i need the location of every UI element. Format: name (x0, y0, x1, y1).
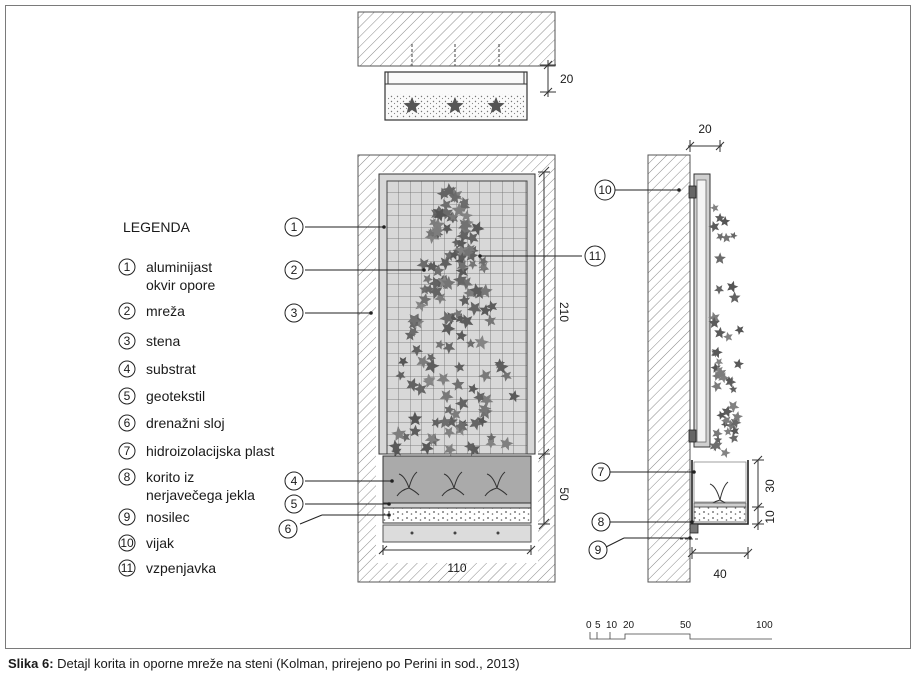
callout-1: 1 (291, 220, 298, 234)
legend-number: 5 (124, 389, 131, 403)
scale-tick-0: 0 (586, 620, 592, 631)
legend-number: 11 (121, 561, 134, 575)
callout-9: 9 (595, 543, 602, 557)
legend-number-circle (118, 534, 136, 552)
plan-depth-dim: 20 (560, 72, 574, 86)
callout-4: 4 (291, 474, 298, 488)
front-height-dim: 210 (557, 302, 571, 322)
scale-tick-10: 10 (606, 620, 618, 631)
section-wall (647, 154, 691, 583)
legend-number-circle (118, 360, 136, 378)
legend-number: 8 (124, 470, 131, 484)
scale-tick-50: 50 (680, 620, 692, 631)
legend-number: 1 (124, 260, 131, 274)
callout-3: 3 (291, 306, 298, 320)
scale-tick-20: 20 (623, 620, 635, 631)
legend-label: vzpenjavka (146, 560, 216, 576)
legend-item: 6 drenažni sloj (118, 414, 225, 432)
legend-number-circle (118, 387, 136, 405)
section-trough-dim: 30 (763, 479, 777, 493)
legend: LEGENDA 1 aluminijast okvir opore 2 mreža 3 st… (118, 219, 275, 577)
plan-view: 20 (357, 11, 574, 121)
legend-number-circle (118, 258, 136, 276)
legend-item: 1 aluminijast okvir opore (118, 258, 215, 293)
legend-item: 10 vijak (118, 534, 175, 552)
legend-label: geotekstil (146, 388, 205, 404)
scale-tick-100: 100 (756, 620, 773, 631)
legend-title: LEGENDA (123, 219, 191, 235)
callout-10: 10 (598, 183, 612, 197)
legend-number-circle (118, 414, 136, 432)
figure-frame (5, 5, 911, 649)
technical-drawing: 20 210 (118, 11, 777, 640)
trough-height-dim: 50 (557, 487, 571, 501)
legend-label: drenažni sloj (146, 415, 225, 431)
legend-item: 2 mreža (118, 302, 185, 320)
section-width-dim: 40 (713, 567, 727, 581)
section-trough (691, 460, 749, 525)
callout-6: 6 (285, 522, 292, 536)
callout-5: 5 (291, 497, 298, 511)
legend-number-circle (118, 468, 136, 486)
legend-number-circle (118, 559, 136, 577)
legend-item: 5 geotekstil (118, 387, 205, 405)
legend-number: 4 (124, 362, 131, 376)
climbing-plant (388, 183, 521, 457)
legend-number: 6 (124, 416, 131, 430)
legend-item: 7 hidroizolacijska plast (118, 442, 275, 460)
legend-item: 11 vzpenjavka (118, 559, 216, 577)
legend-number-circle (118, 332, 136, 350)
front-geotextile (382, 502, 532, 509)
section-screw-bottom (688, 429, 697, 443)
legend-label: aluminijast (146, 259, 212, 275)
section-bracket (689, 523, 699, 534)
figure-caption: Slika 6: Detajl korita in oporne mreže n… (8, 656, 520, 671)
legend-number: 3 (124, 334, 131, 348)
legend-number: 2 (124, 304, 131, 318)
legend-label: vijak (146, 535, 175, 551)
legend-item: 4 substrat (118, 360, 196, 378)
legend-number-circle (118, 442, 136, 460)
caption-label: Slika 6: (8, 656, 54, 671)
front-width-dim: 110 (447, 561, 466, 575)
legend-item: 9 nosilec (118, 508, 190, 526)
legend-label: korito iz (146, 469, 194, 485)
scale-tick-5: 5 (595, 620, 601, 631)
section-view: 20 30 10 40 10 7 8 9 (588, 122, 777, 583)
section-top-dim: 20 (698, 122, 712, 136)
legend-label: mreža (146, 303, 185, 319)
legend-number: 7 (124, 444, 131, 458)
front-drainage (382, 507, 532, 524)
callout-2: 2 (291, 263, 298, 277)
section-base-dim: 10 (763, 510, 777, 524)
legend-number: 9 (124, 510, 131, 524)
plan-wall (357, 11, 556, 67)
caption-text: Detajl korita in oporne mreže na steni (… (53, 656, 520, 671)
scale-bar: 0 5 10 20 50 100 (586, 620, 773, 640)
legend-item: 3 stena (118, 332, 180, 350)
section-screw-top (688, 185, 697, 199)
legend-number: 10 (120, 536, 134, 550)
legend-number-circle (118, 302, 136, 320)
callout-8: 8 (598, 515, 605, 529)
legend-label: nerjavečega jekla (146, 487, 255, 503)
legend-label: stena (146, 333, 180, 349)
legend-number-circle (118, 508, 136, 526)
legend-label: substrat (146, 361, 196, 377)
legend-label: okvir opore (146, 277, 215, 293)
legend-item: 8 korito iz nerjavečega jekla (118, 468, 255, 503)
front-elevation: 210 50 110 (278, 154, 606, 583)
callout-7: 7 (598, 465, 605, 479)
legend-label: nosilec (146, 509, 190, 525)
legend-label: hidroizolacijska plast (146, 443, 275, 459)
front-bracket (382, 524, 532, 543)
callout-11: 11 (589, 249, 602, 263)
